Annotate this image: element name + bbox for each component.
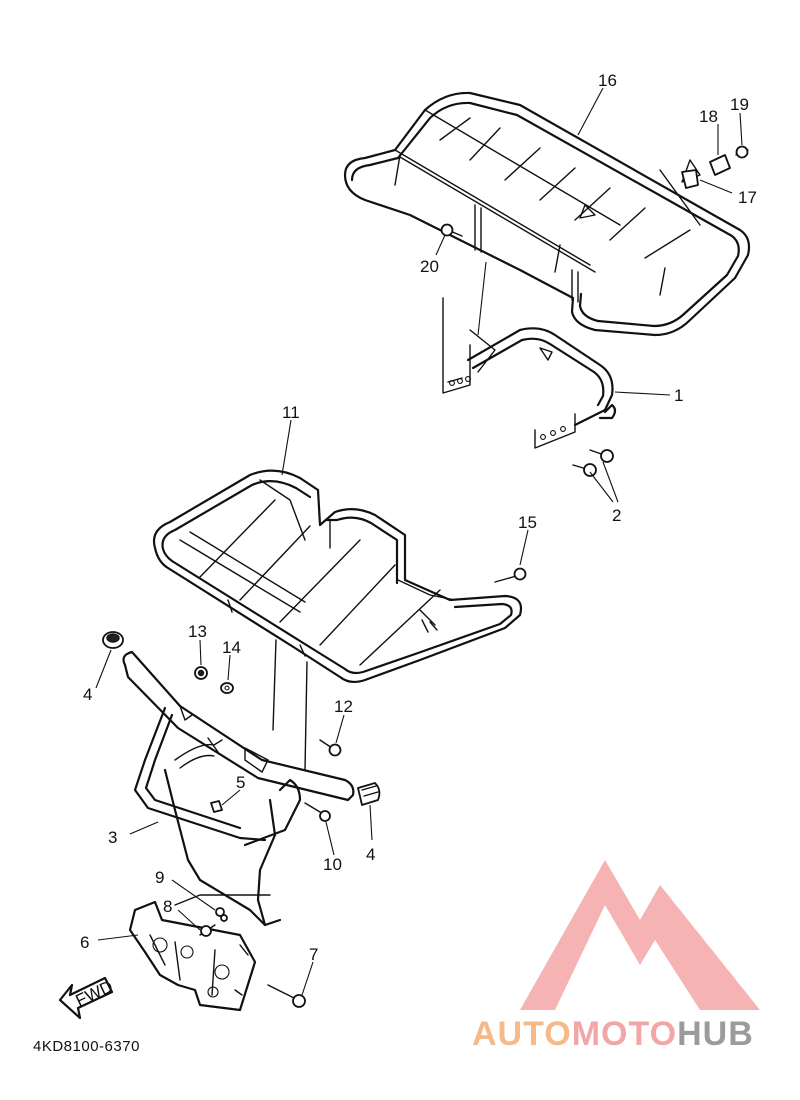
- callout-13: 13: [188, 622, 207, 641]
- bolt-9: [215, 907, 228, 922]
- callout-8: 8: [163, 897, 172, 916]
- bolt-20: [440, 223, 463, 237]
- rear-bracket: [442, 261, 617, 449]
- bolt-7: [267, 984, 306, 1008]
- watermark-part-moto: MOTO: [571, 1015, 678, 1053]
- bolt-19: [735, 145, 749, 159]
- callout-10: 10: [323, 855, 342, 874]
- part-code: 4KD8100-6370: [33, 1038, 140, 1055]
- watermark-logo: [520, 860, 760, 1010]
- skid-plate: [128, 894, 271, 1012]
- clamp-17: [681, 169, 699, 189]
- grommet-right: [357, 782, 381, 806]
- callout-2: 2: [612, 506, 621, 525]
- bolt-8: [199, 924, 216, 937]
- rear-carrier: [343, 91, 751, 337]
- leader-lines: [95, 87, 743, 996]
- callout-1: 1: [674, 386, 683, 405]
- watermark-text: AUTOMOTOHUB: [472, 1015, 754, 1054]
- callout-16: 16: [598, 71, 617, 90]
- grommet-left: [102, 631, 124, 649]
- bolts-2: [572, 449, 614, 477]
- callout-5: 5: [236, 773, 245, 792]
- bolt-12: [319, 739, 342, 757]
- callout-4-left: 4: [83, 685, 92, 704]
- callout-4-right: 4: [366, 845, 375, 864]
- callout-9: 9: [155, 868, 164, 887]
- callout-12: 12: [334, 697, 353, 716]
- fwd-label: FWD: [73, 977, 116, 1011]
- nut-13: [194, 666, 208, 680]
- nut-5: [210, 800, 223, 813]
- callout-15: 15: [518, 513, 537, 532]
- callout-20: 20: [420, 257, 439, 276]
- watermark-part-auto: AUTO: [472, 1015, 572, 1053]
- callout-6: 6: [80, 933, 89, 952]
- front-carrier: [152, 469, 523, 684]
- front-bumper: [122, 639, 355, 927]
- callout-14: 14: [222, 638, 241, 657]
- hardware: [102, 145, 749, 1008]
- washer-14: [220, 682, 234, 694]
- callout-18: 18: [699, 107, 718, 126]
- watermark-part-hub: HUB: [677, 1015, 754, 1053]
- callout-3: 3: [108, 828, 117, 847]
- bolt-15: [494, 567, 527, 583]
- callout-11: 11: [282, 403, 300, 422]
- callout-17: 17: [738, 188, 757, 207]
- collar-18: [709, 154, 731, 176]
- callouts: 1 2 3 4 4 5 6 7 8 9 10 11 12 13 14 15 16…: [73, 71, 757, 1010]
- forward-arrow: [58, 976, 114, 1020]
- bolt-10: [304, 802, 331, 822]
- callout-19: 19: [730, 95, 749, 114]
- callout-7: 7: [309, 945, 318, 964]
